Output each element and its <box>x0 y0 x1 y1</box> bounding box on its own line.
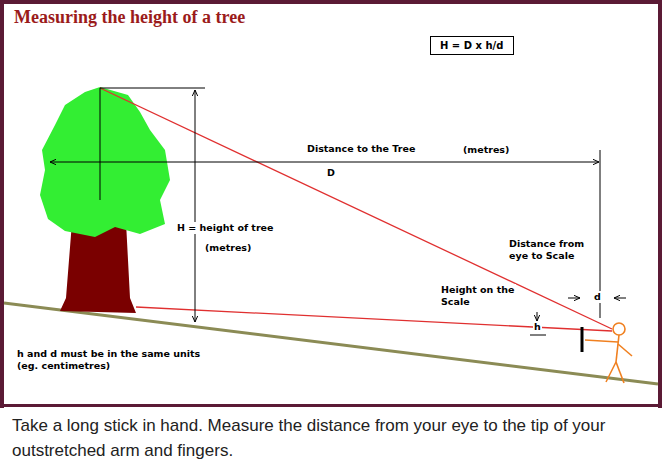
dimension-letter: d <box>593 291 602 303</box>
page-title: Measuring the height of a tree <box>14 7 245 28</box>
top-reference-line <box>100 88 205 89</box>
note-text: h and d must be in the same units (eg. c… <box>16 348 218 372</box>
tree-trunk <box>60 222 136 313</box>
d-arrow-right <box>614 298 626 299</box>
ground-line <box>4 303 658 384</box>
frame-right <box>658 0 662 408</box>
dimension-letter: D <box>326 167 336 179</box>
dimension-label: Distance from eye to Scale <box>508 238 596 262</box>
dimension-label: Distance to the Tree <box>306 143 416 155</box>
frame-bottom <box>0 404 662 407</box>
stick-figure <box>585 323 632 383</box>
sight-line-top <box>100 88 612 329</box>
h-arrow-top <box>537 312 538 321</box>
d-arrow-left <box>568 298 580 299</box>
dimension-label: Height on the Scale <box>440 284 516 308</box>
caption-text: Take a long stick in hand. Measure the d… <box>12 414 648 463</box>
unit-label: (metres) <box>204 242 252 254</box>
tree-centre-line <box>100 88 101 200</box>
frame-left <box>0 0 4 408</box>
dimension-label: H = height of tree <box>176 222 274 234</box>
formula-text: H = D x h/d <box>440 40 504 51</box>
formula-box: H = D x h/d <box>430 36 514 55</box>
dimension-letter: h <box>533 321 542 333</box>
distance-dimension <box>50 162 599 163</box>
height-dimension <box>195 90 196 322</box>
h-base-tick <box>530 335 546 336</box>
unit-label: (metres) <box>462 144 510 156</box>
scale-stick <box>581 327 584 352</box>
frame-top <box>0 0 662 4</box>
